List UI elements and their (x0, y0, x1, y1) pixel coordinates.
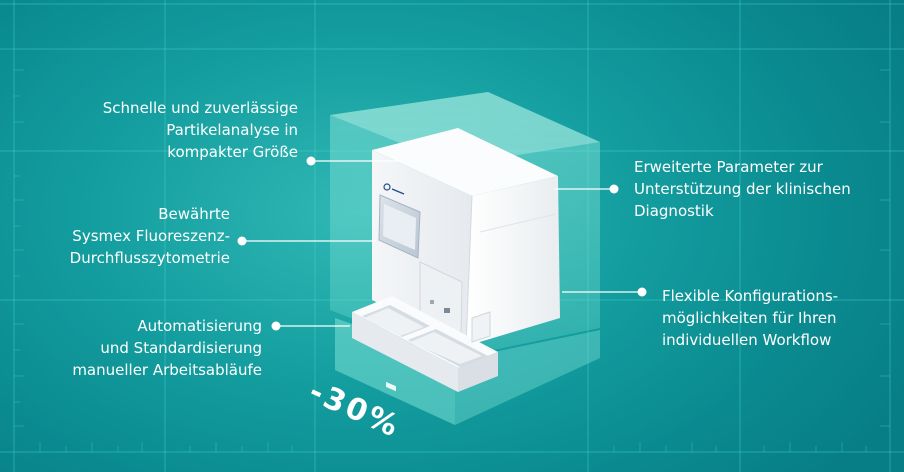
callout-bottom-right-line-1: Flexible Konfigurations- (662, 287, 839, 305)
callout-top-left-line-3: kompakter Größe (167, 143, 298, 161)
callout-mid-left-line-2: Sysmex Fluoreszenz- (72, 227, 230, 245)
callout-top-left-line-1: Schnelle und zuverlässige (102, 99, 298, 117)
callout-top-right-line-3: Diagnostik (634, 202, 714, 220)
callout-top-right-line-1: Erweiterte Parameter zur (634, 158, 823, 176)
callout-top-right-line-2: Unterstützung der klinischen (634, 180, 851, 198)
callout-top-right: Erweiterte Parameter zur Unterstützung d… (634, 156, 851, 222)
callout-bottom-right: Flexible Konfigurations- möglichkeiten f… (662, 285, 838, 351)
sysmex-logo-icon (383, 183, 405, 195)
callout-bottom-right-line-3: individuellen Workflow (662, 331, 832, 349)
callout-top-left-line-2: Partikelanalyse in (166, 121, 298, 139)
callout-bottom-right-line-2: möglichkeiten für Ihren (662, 309, 837, 327)
callout-mid-left: Bewährte Sysmex Fluoreszenz- Durchflussz… (70, 203, 230, 269)
callout-mid-left-line-1: Bewährte (158, 205, 230, 223)
callout-bottom-left-line-1: Automatisierung (137, 317, 262, 335)
callout-bottom-left-line-2: und Standardisierung (100, 339, 262, 357)
analyzer-body (352, 128, 560, 392)
callout-mid-left-line-3: Durchflusszytometrie (69, 249, 230, 267)
callout-bottom-left: Automatisierung und Standardisierung man… (72, 315, 262, 381)
callout-bottom-left-line-3: manueller Arbeitsabläufe (72, 361, 262, 379)
callout-top-left: Schnelle und zuverlässige Partikelanalys… (103, 97, 298, 163)
